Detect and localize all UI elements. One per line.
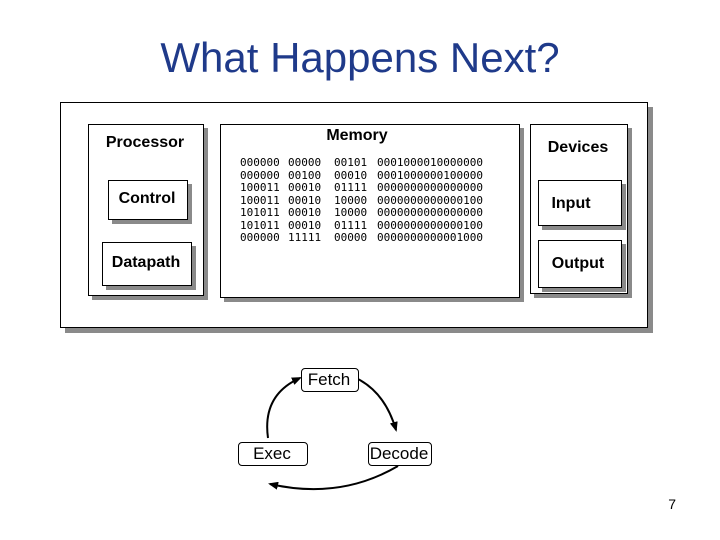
memory-word: 00101 xyxy=(334,156,368,169)
memory-word: 00010 xyxy=(334,168,368,182)
processor-label: Processor xyxy=(105,134,185,151)
memory-box xyxy=(220,124,520,298)
exec-box xyxy=(238,442,308,466)
arrow-exec-to-fetch xyxy=(266,377,302,439)
decode-box xyxy=(368,442,432,466)
output-label: Output xyxy=(551,255,605,272)
input-label: Input xyxy=(551,195,591,212)
memory-word: 00010 xyxy=(288,193,322,207)
fetch-box xyxy=(301,368,359,392)
memory-word: 100011 xyxy=(240,181,280,194)
control-label: Control xyxy=(118,190,176,207)
control-box xyxy=(108,180,188,220)
memory-word: 0001000010000000 xyxy=(377,156,483,169)
memory-word: 0001000000100000 xyxy=(377,168,483,182)
memory-word: 0000000000001000 xyxy=(377,231,483,244)
memory-word: 00010 xyxy=(288,218,322,232)
memory-word: 0000000000000100 xyxy=(377,193,483,207)
output-box xyxy=(538,240,622,288)
exec-label: Exec xyxy=(253,444,291,463)
memory-word: 00000 xyxy=(334,231,368,244)
page-number: 7 xyxy=(668,496,676,512)
devices-label: Devices xyxy=(547,139,609,156)
memory-word: 00010 xyxy=(288,181,322,194)
memory-word: 000000 xyxy=(240,168,280,182)
memory-word: 01111 xyxy=(334,218,368,232)
memory-word: 100011 xyxy=(240,193,280,207)
decode-label: Decode xyxy=(369,444,429,463)
memory-word: 0000000000000000 xyxy=(377,206,483,219)
arrow-decode-to-exec xyxy=(268,465,399,491)
memory-word: 00100 xyxy=(288,168,322,182)
memory-word: 00010 xyxy=(288,206,322,219)
memory-label: Memory xyxy=(326,127,388,144)
memory-word: 101011 xyxy=(240,218,280,232)
memory-word: 0000000000000100 xyxy=(377,218,483,232)
memory-word: 00000 xyxy=(288,156,322,169)
input-box xyxy=(538,180,622,226)
memory-word: 01111 xyxy=(334,181,368,194)
memory-word: 000000 xyxy=(240,231,280,244)
memory-word: 11111 xyxy=(288,231,322,244)
memory-word: 10000 xyxy=(334,206,368,219)
arrow-fetch-to-decode xyxy=(355,377,398,432)
memory-word: 101011 xyxy=(240,206,280,219)
memory-word: 0000000000000000 xyxy=(377,181,483,194)
datapath-label: Datapath xyxy=(111,254,181,271)
fetch-label: Fetch xyxy=(307,370,351,389)
datapath-box xyxy=(102,242,192,286)
memory-word: 000000 xyxy=(240,156,280,169)
slide-title: What Happens Next? xyxy=(160,34,560,81)
memory-word: 10000 xyxy=(334,193,368,207)
